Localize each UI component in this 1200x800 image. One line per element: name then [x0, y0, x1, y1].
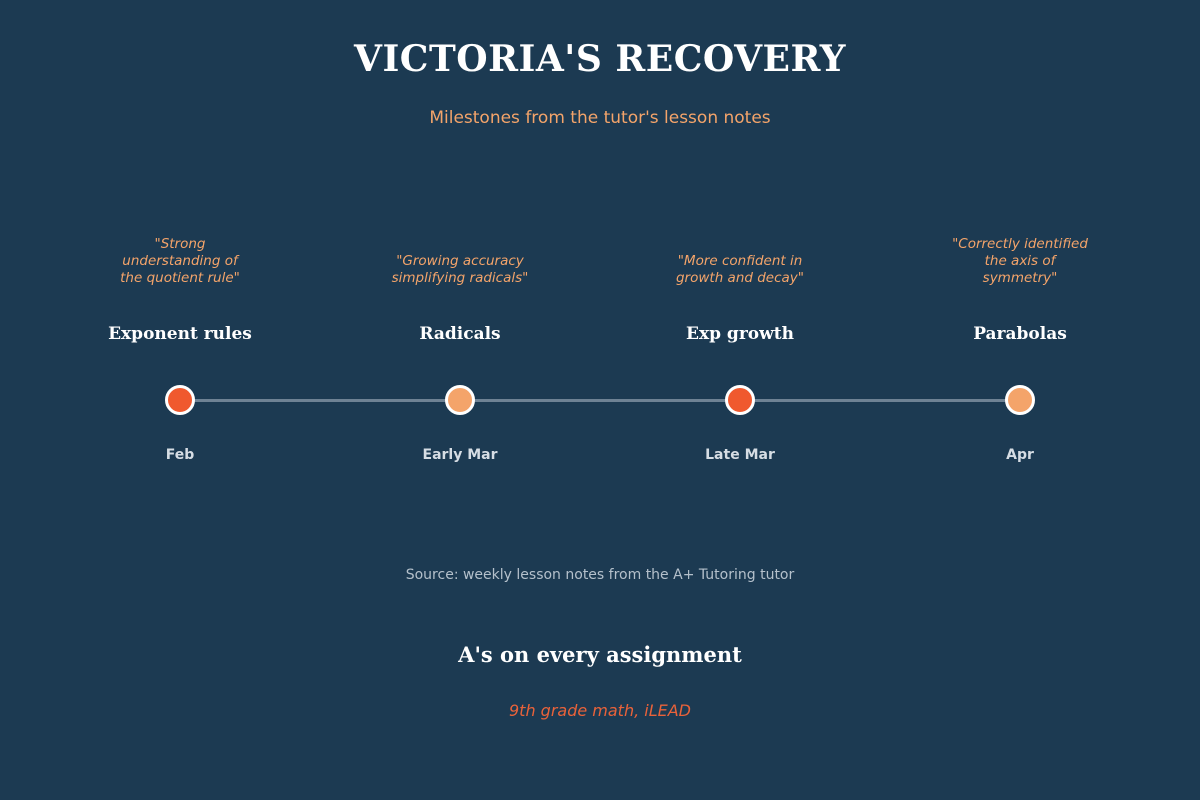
milestone-dot	[165, 385, 195, 415]
milestone-topic: Radicals	[419, 324, 501, 344]
milestone-quote: "Growing accuracy simplifying radicals"	[391, 253, 529, 286]
tagline: 9th grade math, iLEAD	[508, 701, 691, 720]
milestone-date: Late Mar	[705, 447, 775, 463]
milestone-3: "More confident in growth and decay" Exp…	[630, 0, 850, 480]
timeline-line	[180, 399, 1020, 402]
headline: A's on every assignment	[458, 642, 742, 667]
milestone-quote: "Strong understanding of the quotient ru…	[120, 236, 240, 286]
page-subtitle: Milestones from the tutor's lesson notes	[429, 108, 771, 128]
milestone-quote: "Correctly identified the axis of symmet…	[952, 236, 1088, 286]
milestone-topic: Exp growth	[686, 324, 794, 344]
milestone-topic: Parabolas	[973, 324, 1067, 344]
page-title: VICTORIA'S RECOVERY	[354, 38, 846, 80]
milestone-1: "Strong understanding of the quotient ru…	[70, 0, 290, 480]
milestone-date: Apr	[1006, 447, 1034, 463]
milestone-topic: Exponent rules	[108, 324, 252, 344]
milestone-date: Feb	[165, 447, 195, 463]
milestone-dot	[1005, 385, 1035, 415]
milestone-4: "Correctly identified the axis of symmet…	[910, 0, 1130, 480]
milestone-quote: "More confident in growth and decay"	[675, 253, 805, 286]
milestone-dot	[445, 385, 475, 415]
milestone-date: Early Mar	[422, 447, 498, 463]
source-note: Source: weekly lesson notes from the A+ …	[405, 567, 795, 583]
milestone-dot	[725, 385, 755, 415]
milestone-2: "Growing accuracy simplifying radicals" …	[350, 0, 570, 480]
